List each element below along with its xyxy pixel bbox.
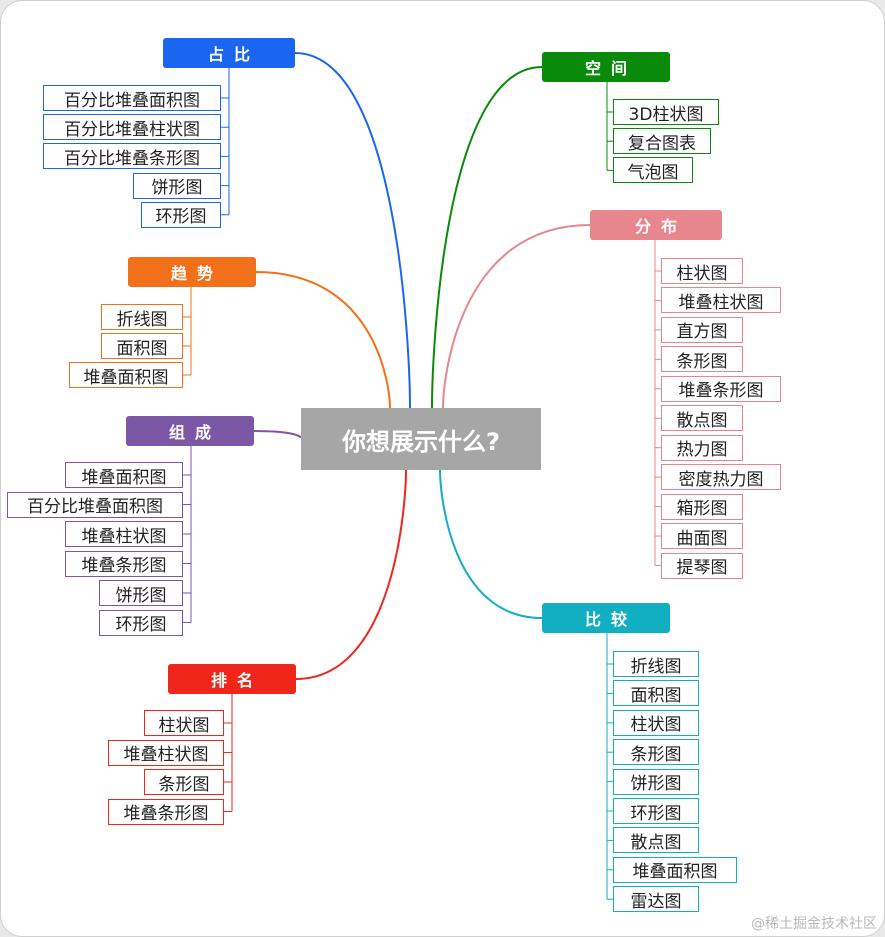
leaf-zhanbi-2: 百分比堆叠条形图 xyxy=(43,143,221,170)
leaf-fenbu-6: 热力图 xyxy=(661,434,743,461)
leaf-zhanbi-0: 百分比堆叠面积图 xyxy=(43,85,221,111)
leaf-bijiao-4: 饼形图 xyxy=(613,768,699,795)
connector-paiming xyxy=(295,469,407,680)
leaf-zhanbi-4: 环形图 xyxy=(141,201,221,228)
leaf-fenbu-5: 散点图 xyxy=(661,405,743,432)
leaf-bijiao-5: 环形图 xyxy=(613,798,699,824)
connector-zucheng xyxy=(253,430,302,439)
leaf-bijiao-1: 面积图 xyxy=(613,680,699,707)
leaf-bijiao-2: 柱状图 xyxy=(613,709,699,736)
leaf-qushi-2: 堆叠面积图 xyxy=(69,362,183,388)
branch-zucheng: 组成 xyxy=(126,416,254,446)
connector-kongjian xyxy=(431,66,543,409)
branch-qushi: 趋势 xyxy=(128,257,256,287)
leaf-qushi-0: 折线图 xyxy=(101,304,183,330)
center-node: 你想展示什么? xyxy=(301,408,541,470)
watermark: @稀土掘金技术社区 xyxy=(751,916,877,932)
leaf-bijiao-3: 条形图 xyxy=(613,739,699,766)
leaf-fenbu-2: 直方图 xyxy=(661,316,743,343)
connector-zhanbi xyxy=(294,52,411,409)
leaf-bijiao-6: 散点图 xyxy=(613,827,699,854)
leaf-bijiao-8: 雷达图 xyxy=(613,886,699,913)
branch-zhanbi: 占比 xyxy=(163,38,295,68)
leaf-zucheng-3: 堆叠条形图 xyxy=(65,550,183,577)
leaf-paiming-0: 柱状图 xyxy=(144,710,224,736)
leaf-zucheng-4: 饼形图 xyxy=(99,580,183,606)
branch-paiming: 排名 xyxy=(168,664,296,694)
leaf-paiming-1: 堆叠柱状图 xyxy=(108,739,224,766)
leaf-qushi-1: 面积图 xyxy=(101,333,183,359)
connector-bijiao xyxy=(439,469,543,619)
leaf-zucheng-0: 堆叠面积图 xyxy=(65,462,183,488)
leaf-zhanbi-3: 饼形图 xyxy=(133,172,221,199)
leaf-fenbu-7: 密度热力图 xyxy=(661,464,781,491)
leaf-fenbu-3: 条形图 xyxy=(661,346,743,373)
leaf-paiming-3: 堆叠条形图 xyxy=(108,798,224,825)
leaf-zucheng-2: 堆叠柱状图 xyxy=(65,521,183,547)
leaf-fenbu-0: 柱状图 xyxy=(661,258,743,284)
leaf-zucheng-5: 环形图 xyxy=(99,609,183,636)
connector-qushi xyxy=(255,271,391,409)
leaf-bijiao-0: 折线图 xyxy=(613,651,699,677)
leaf-fenbu-8: 箱形图 xyxy=(661,493,743,520)
connector-fenbu xyxy=(442,224,591,409)
leaf-kongjian-0: 3D柱状图 xyxy=(613,99,719,125)
leaf-zhanbi-1: 百分比堆叠柱状图 xyxy=(43,114,221,141)
leaf-fenbu-1: 堆叠柱状图 xyxy=(661,287,781,314)
branch-bijiao: 比较 xyxy=(542,603,670,633)
leaf-zucheng-1: 百分比堆叠面积图 xyxy=(7,491,183,518)
leaf-kongjian-1: 复合图表 xyxy=(613,128,711,155)
leaf-kongjian-2: 气泡图 xyxy=(613,157,693,184)
leaf-bijiao-7: 堆叠面积图 xyxy=(613,856,737,883)
branch-kongjian: 空间 xyxy=(542,52,670,82)
leaf-fenbu-9: 曲面图 xyxy=(661,523,743,550)
branch-fenbu: 分布 xyxy=(590,210,722,240)
leaf-paiming-2: 条形图 xyxy=(144,769,224,795)
leaf-fenbu-4: 堆叠条形图 xyxy=(661,375,781,402)
leaf-fenbu-10: 提琴图 xyxy=(661,552,743,579)
